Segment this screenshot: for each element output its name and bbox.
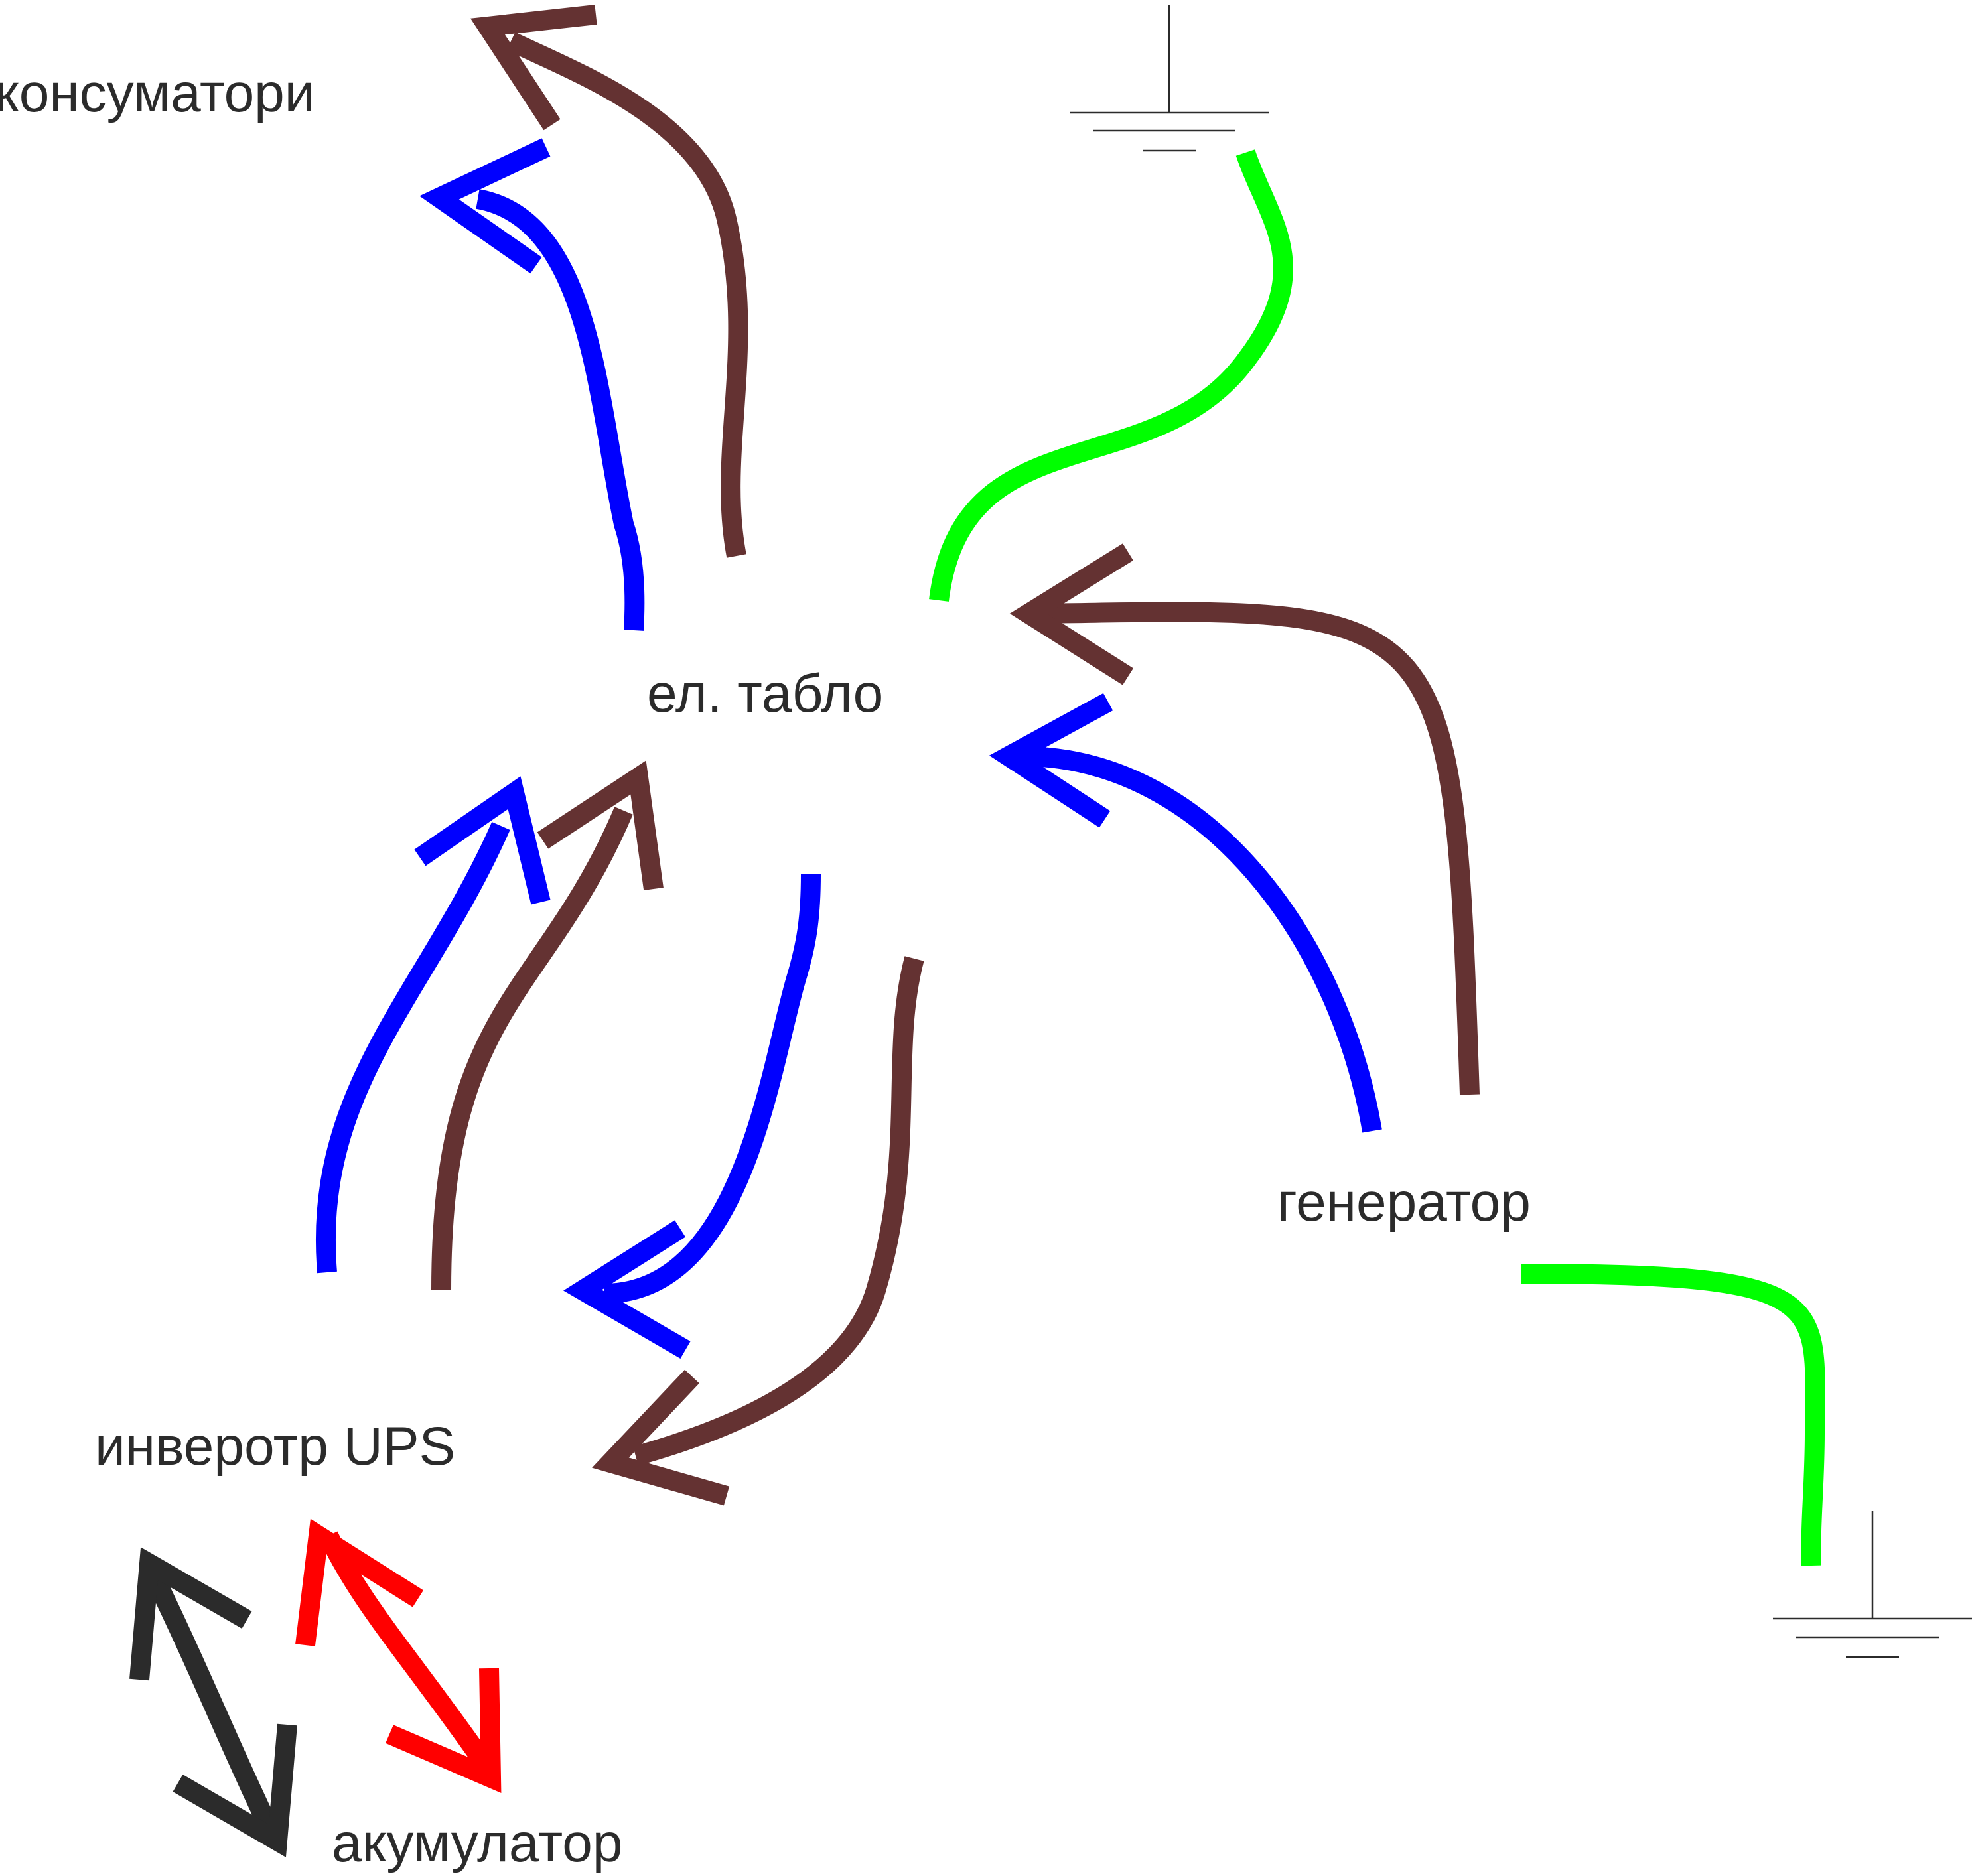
consumers-label: консуматори	[0, 63, 315, 123]
battery-label: акумулатор	[332, 1813, 622, 1873]
panel-label: ел. табло	[647, 663, 883, 724]
ground-wire-top	[929, 149, 1293, 602]
arrow-panel-to-ups-blue	[563, 874, 821, 1359]
arrow-panel-to-ups-brown	[592, 956, 924, 1506]
arrow-ups-to-panel-blue	[316, 776, 551, 1274]
arrow-generator-to-panel-brown	[1009, 543, 1480, 1095]
arrow-ups-to-panel-brown	[431, 760, 664, 1291]
ground-symbol-top	[1070, 5, 1269, 152]
arrow-panel-to-consumers-brown	[470, 5, 748, 558]
arrow-panel-to-consumers-blue	[419, 138, 645, 631]
arrow-battery-ups-red	[295, 1518, 502, 1793]
inverter-label: инверотр UPS	[95, 1416, 455, 1477]
ground-symbol-bottom	[1773, 1511, 1972, 1658]
generator-label: генератор	[1277, 1172, 1531, 1233]
ground-wire-bottom	[1520, 1264, 1825, 1566]
arrow-generator-to-panel-blue	[989, 693, 1382, 1133]
arrow-battery-ups-black	[129, 1547, 297, 1857]
